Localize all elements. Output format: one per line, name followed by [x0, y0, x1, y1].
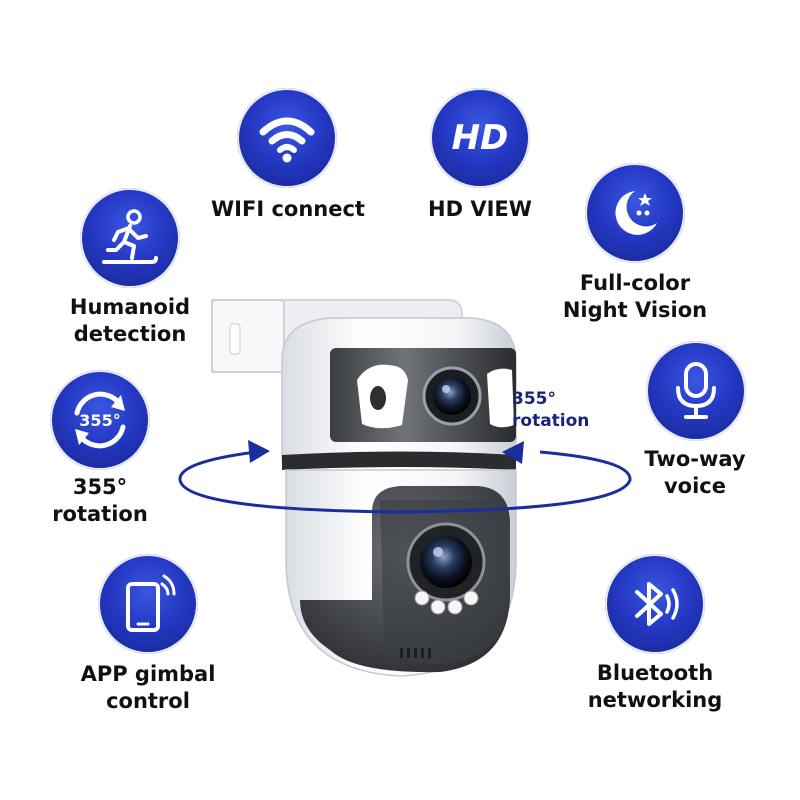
microphone-icon	[676, 362, 716, 419]
feature-rotation-label-2: rotation	[52, 502, 148, 526]
smartphone-icon	[126, 574, 176, 632]
hd-icon-circle: HD	[430, 88, 530, 188]
feature-night-vision-label-2: Night Vision	[562, 298, 708, 322]
wifi-icon	[259, 117, 315, 163]
rotation-badge-text: 355°	[79, 411, 120, 430]
feature-rotation-label-1: 355°	[72, 475, 128, 499]
wifi-icon-circle	[237, 88, 337, 188]
feature-hd: HD	[430, 88, 530, 188]
moon-icon-circle	[585, 163, 685, 263]
feature-wifi-label: WIFI connect	[211, 197, 365, 221]
bluetooth-icon	[635, 582, 679, 626]
rotation-icon-circle: 355°	[50, 370, 150, 470]
feature-voice-label-1: Two-way	[644, 447, 746, 471]
feature-night-vision-label-1: Full-color	[579, 271, 691, 295]
feature-app-label-1: APP gimbal	[80, 662, 216, 686]
rotation-callout-degrees: 355°	[512, 389, 556, 409]
feature-voice	[646, 341, 746, 441]
camera-upper-housing	[281, 317, 517, 470]
moon-stars-icon	[615, 191, 657, 235]
feature-humanoid	[80, 188, 180, 288]
feature-rotation: 355°	[50, 370, 150, 470]
feature-wifi	[237, 88, 337, 188]
rotation-orbit	[178, 440, 632, 514]
feature-hd-label: HD VIEW	[428, 197, 532, 221]
feature-bluetooth-label-2: networking	[587, 688, 723, 712]
camera-lower-dome	[285, 469, 517, 677]
microphone-icon-circle	[646, 341, 746, 441]
rotation-arrows-icon: 355°	[74, 391, 126, 449]
feature-humanoid-label-2: detection	[73, 322, 187, 346]
smartphone-icon-circle	[98, 554, 198, 654]
running-person-icon	[102, 209, 158, 264]
bluetooth-icon-circle	[605, 554, 705, 654]
rotation-callout-label: rotation	[512, 411, 589, 431]
feature-humanoid-label-1: Humanoid	[69, 295, 191, 319]
humanoid-icon-circle	[80, 188, 180, 288]
feature-night-vision	[585, 163, 685, 263]
feature-app	[98, 554, 198, 654]
hd-badge-text: HD	[452, 118, 509, 158]
feature-bluetooth	[605, 554, 705, 654]
hd-icon: HD	[452, 118, 509, 158]
feature-app-label-2: control	[106, 689, 190, 713]
feature-bluetooth-label-1: Bluetooth	[596, 661, 714, 685]
feature-voice-label-2: voice	[663, 474, 726, 498]
